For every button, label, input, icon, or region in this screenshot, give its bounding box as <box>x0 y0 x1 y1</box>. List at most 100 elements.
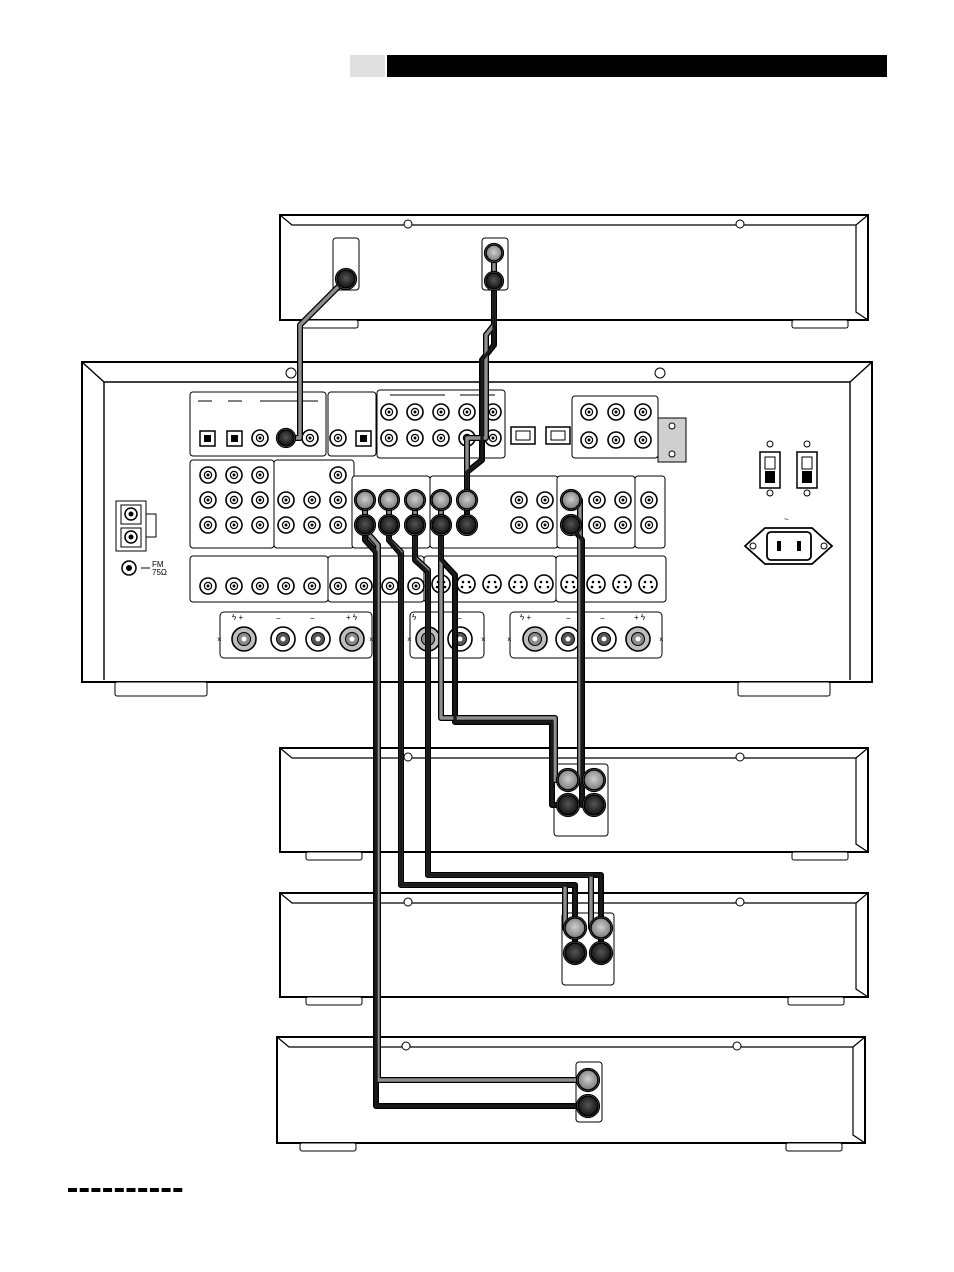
svg-text:+ ϟ: + ϟ <box>634 613 646 622</box>
connected-jack <box>275 427 297 449</box>
svg-text:−: − <box>276 614 281 623</box>
connected-jack <box>581 792 607 818</box>
rca-jack <box>614 491 632 509</box>
connected-jack <box>575 1067 601 1093</box>
rca-jack <box>458 403 476 421</box>
rca-jack <box>634 431 652 449</box>
rca-jack <box>406 429 424 447</box>
screw-icon: × <box>407 635 412 644</box>
connected-jack <box>581 767 607 793</box>
rca-jack <box>251 429 269 447</box>
power-switches[interactable] <box>759 440 818 497</box>
rca-jack <box>634 403 652 421</box>
connected-jack <box>377 513 401 537</box>
connected-jack <box>588 915 614 941</box>
svg-text:−: − <box>310 614 315 623</box>
ac-symbol: ~ <box>784 515 789 524</box>
connected-jack <box>429 513 453 537</box>
connected-jack <box>403 488 427 512</box>
speaker-terminal <box>231 626 257 652</box>
svideo-jack <box>508 574 528 594</box>
connected-jack <box>455 488 479 512</box>
rca-jack <box>536 491 554 509</box>
rca-jack <box>301 429 319 447</box>
rca-jack <box>199 466 217 484</box>
network-port-1 <box>510 426 536 445</box>
speaker-terminal <box>447 626 473 652</box>
svg-text:+ ϟ: + ϟ <box>346 613 358 622</box>
screw-icon: × <box>217 635 222 644</box>
footer-dash <box>138 1188 148 1192</box>
svg-text:ϟ +: ϟ + <box>232 613 243 622</box>
antenna-impedance: 75Ω <box>152 568 167 577</box>
footer-dash <box>91 1188 101 1192</box>
rca-jack <box>329 466 347 484</box>
amplifier-unit-3 <box>276 1036 866 1152</box>
svg-text:−: − <box>600 614 605 623</box>
rca-jack <box>277 577 295 595</box>
speaker-terminal <box>591 626 617 652</box>
speaker-terminal <box>555 626 581 652</box>
antenna-terminals: FM 75Ω <box>115 500 167 577</box>
rca-jack <box>199 516 217 534</box>
rca-jack <box>303 577 321 595</box>
rca-jack <box>380 403 398 421</box>
speaker-terminal <box>305 626 331 652</box>
footer-dash <box>149 1188 159 1192</box>
svideo-jack <box>586 574 606 594</box>
rca-jack <box>251 466 269 484</box>
rca-jack <box>225 491 243 509</box>
rca-jack <box>251 577 269 595</box>
footer-dash <box>68 1188 77 1192</box>
speaker-terminal <box>625 626 651 652</box>
screw-icon: × <box>369 635 374 644</box>
svideo-jack <box>482 574 502 594</box>
connected-jack <box>377 488 401 512</box>
rca-jack <box>329 491 347 509</box>
rca-jack <box>199 491 217 509</box>
rca-jack <box>536 516 554 534</box>
network-port-2 <box>545 426 571 445</box>
top-component <box>279 214 869 329</box>
connected-jack <box>588 940 614 966</box>
rca-jack <box>580 403 598 421</box>
screw-icon: × <box>507 635 512 644</box>
connected-jack <box>353 488 377 512</box>
rca-jack <box>329 577 347 595</box>
rca-jack <box>251 516 269 534</box>
svideo-jack <box>534 574 554 594</box>
footer-dash <box>79 1188 89 1192</box>
rca-jack <box>640 491 658 509</box>
header-bar <box>387 55 887 77</box>
svideo-jack <box>560 574 580 594</box>
rca-jack <box>407 577 425 595</box>
footer-page-mark <box>68 1188 183 1192</box>
svideo-jack <box>456 574 476 594</box>
cable-top-2 <box>465 281 496 525</box>
footer-dash <box>114 1188 124 1192</box>
rca-jack <box>510 516 528 534</box>
rca-jack <box>588 516 606 534</box>
cable-amp2-b <box>413 525 603 953</box>
rca-jack <box>607 403 625 421</box>
connected-jack <box>562 940 588 966</box>
rca-jack <box>277 491 295 509</box>
connected-jack <box>403 513 427 537</box>
rca-jack <box>640 516 658 534</box>
connected-jack <box>334 267 358 291</box>
connected-jack <box>429 488 453 512</box>
footer-dash <box>161 1188 171 1192</box>
connected-jack <box>483 242 505 264</box>
svg-text:−: − <box>566 614 571 623</box>
connected-jack <box>559 488 583 512</box>
rca-jack <box>251 491 269 509</box>
rca-jack <box>614 516 632 534</box>
rca-jack <box>588 491 606 509</box>
screw-icon: × <box>659 635 664 644</box>
rca-jack <box>432 429 450 447</box>
rca-jack <box>406 403 424 421</box>
svg-text:−: − <box>457 614 462 623</box>
connected-jack <box>455 513 479 537</box>
connected-jack <box>562 915 588 941</box>
